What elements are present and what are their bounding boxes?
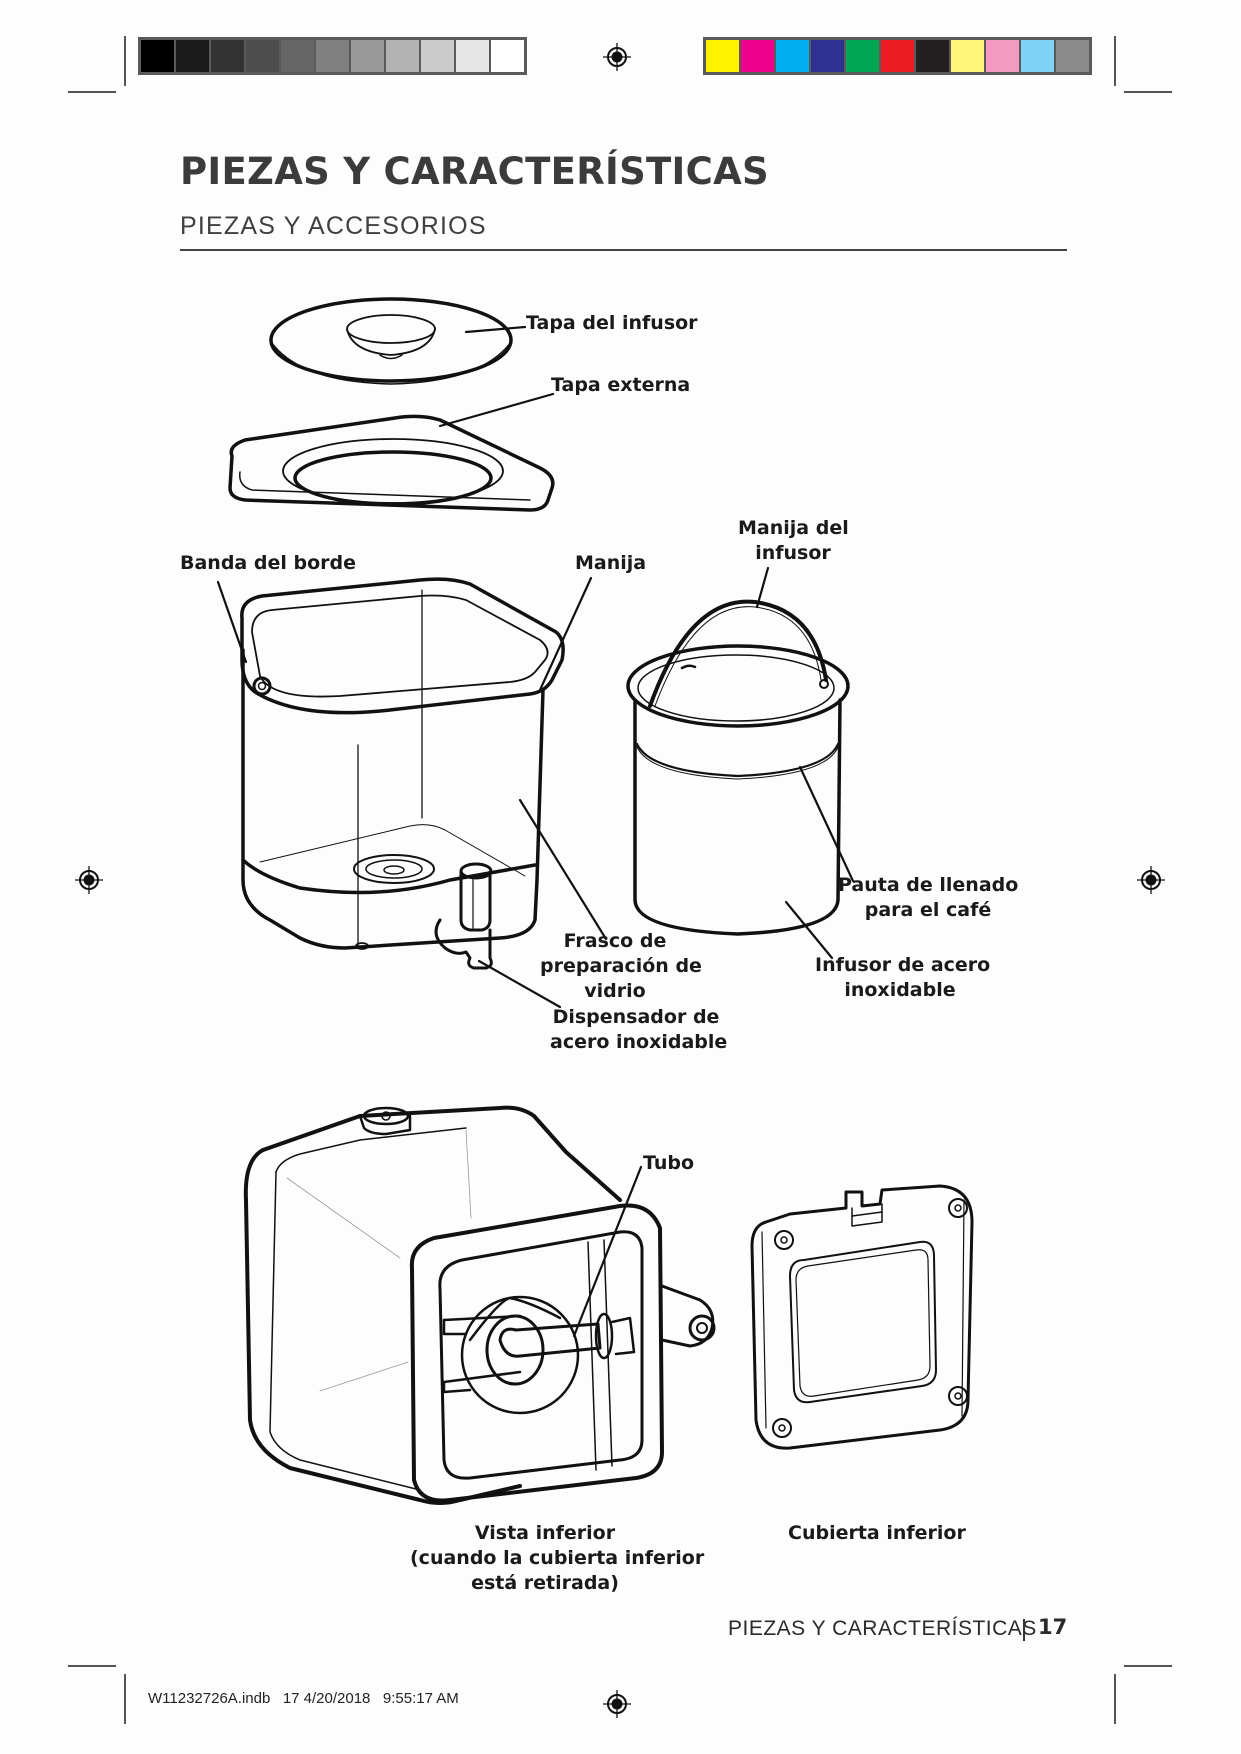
page-number: 17 [1038, 1615, 1068, 1639]
label-infuser-lid: Tapa del infusor [526, 312, 698, 334]
registration-mark-icon [603, 43, 631, 71]
crop-mark [68, 91, 116, 93]
color-swatch [386, 40, 419, 72]
label-bottom-view: Vista inferior (cuando la cubierta infer… [410, 1521, 705, 1596]
registration-mark-icon [75, 866, 103, 894]
glass-jar-illustration [240, 577, 565, 970]
label-line: Pauta de llenado [838, 874, 1019, 896]
color-swatch [951, 40, 984, 72]
page-title: PIEZAS Y CARACTERÍSTICAS [180, 150, 769, 193]
grayscale-color-bar [138, 37, 527, 75]
color-swatch [741, 40, 774, 72]
label-line: (cuando la cubierta inferior [410, 1547, 705, 1569]
label-tube: Tubo [643, 1152, 695, 1174]
label-line: vidrio [584, 980, 646, 1002]
label-line: acero inoxidable [550, 1031, 728, 1053]
label-line: Manija del [738, 517, 849, 539]
crop-mark [1124, 1665, 1172, 1667]
stainless-infuser-illustration [626, 599, 850, 936]
color-swatch [1056, 40, 1089, 72]
color-swatch [776, 40, 809, 72]
heading-rule [180, 249, 1067, 251]
color-swatch [881, 40, 914, 72]
label-stainless-infuser: Infusor de acero inoxidable [815, 953, 991, 1003]
label-line: Infusor de acero [815, 954, 991, 976]
crop-mark [124, 1674, 126, 1724]
color-swatch [491, 40, 524, 72]
color-swatch [811, 40, 844, 72]
label-line: para el café [864, 899, 992, 921]
label-glass-jar: Frasco de preparación de vidrio [540, 929, 702, 1004]
bottom-cover-illustration [750, 1184, 974, 1450]
crop-mark [124, 36, 126, 86]
color-swatch [846, 40, 879, 72]
color-swatch [351, 40, 384, 72]
footer-separator [1023, 1619, 1025, 1641]
outer-lid-illustration [228, 414, 555, 512]
color-swatch [456, 40, 489, 72]
print-slug: W11232726A.indb 17 4/20/2018 9:55:17 AM [148, 1690, 459, 1707]
color-swatch [706, 40, 739, 72]
color-swatch [246, 40, 279, 72]
label-infuser-handle: Manija del infusor [738, 516, 849, 566]
infuser-lid-illustration [269, 297, 513, 385]
leader-lines [216, 325, 855, 1338]
registration-mark-icon [1137, 866, 1165, 894]
color-swatch [421, 40, 454, 72]
label-line: está retirada) [471, 1572, 619, 1594]
footer-section-title: PIEZAS Y CARACTERÍSTICAS [728, 1617, 1037, 1640]
label-dispenser: Dispensador de acero inoxidable [550, 1005, 728, 1055]
color-swatch [916, 40, 949, 72]
label-outer-lid: Tapa externa [551, 374, 691, 396]
label-fill-line: Pauta de llenado para el café [838, 873, 1018, 923]
crop-mark [1124, 91, 1172, 93]
color-swatch [1021, 40, 1054, 72]
label-line: inoxidable [844, 979, 956, 1001]
color-swatch [176, 40, 209, 72]
crop-mark [1114, 1674, 1116, 1724]
color-swatch [211, 40, 244, 72]
label-line: preparación de [540, 955, 702, 977]
label-handle: Manija [575, 552, 647, 574]
crop-mark [1114, 36, 1116, 86]
label-line: Vista inferior [474, 1522, 616, 1544]
label-bottom-cover: Cubierta inferior [788, 1522, 966, 1544]
crop-mark [68, 1665, 116, 1667]
label-line: infusor [755, 542, 831, 564]
color-swatch [316, 40, 349, 72]
color-swatch [986, 40, 1019, 72]
color-swatch [141, 40, 174, 72]
registration-mark-icon [603, 1690, 631, 1718]
label-line: Frasco de [563, 930, 667, 952]
label-rim-band: Banda del borde [180, 552, 356, 574]
section-subtitle: PIEZAS Y ACCESORIOS [180, 212, 487, 240]
label-line: Dispensador de [552, 1006, 720, 1028]
process-color-bar [703, 37, 1092, 75]
bottom-view-illustration [243, 1105, 716, 1505]
color-swatch [281, 40, 314, 72]
